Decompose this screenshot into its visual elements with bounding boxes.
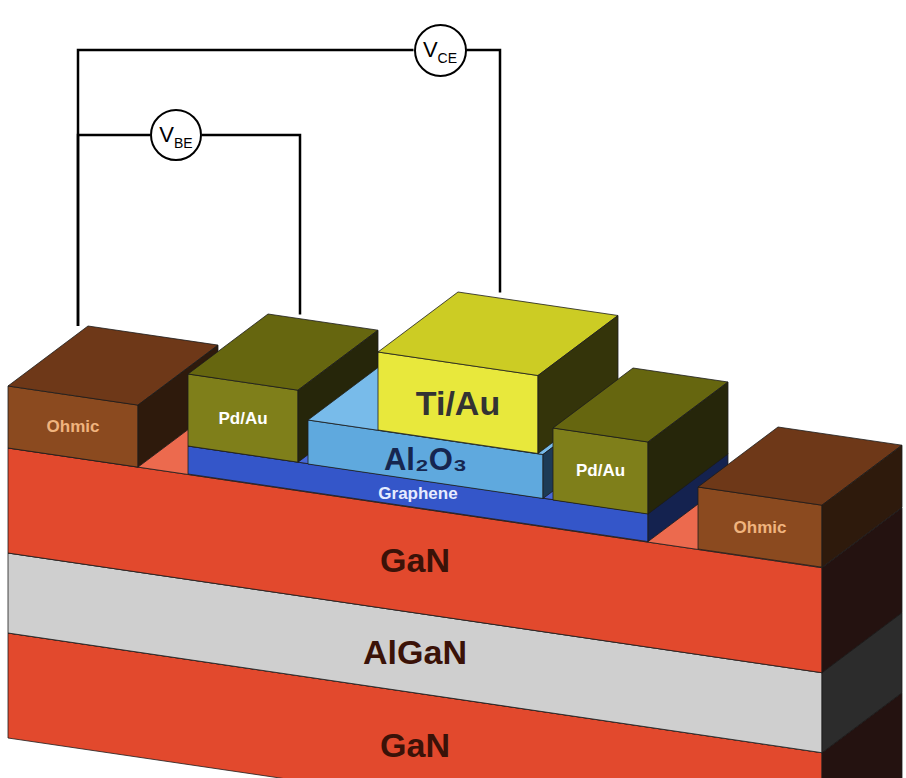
voltage-symbol: V — [159, 122, 174, 148]
voltage-symbol: V — [423, 37, 438, 63]
layer-label: Pd/Au — [218, 409, 267, 429]
label-holder: Ti/Au — [416, 384, 500, 423]
voltage-subscript: BE — [174, 135, 193, 151]
voltage-subscript: CE — [438, 50, 457, 66]
label-holder: GaN — [380, 541, 450, 580]
layer-label: AlGaN — [363, 633, 467, 672]
wire — [202, 135, 300, 315]
block-face — [8, 573, 902, 753]
label-holder: Pd/Au — [218, 409, 267, 429]
voltage-source: VBE — [150, 109, 202, 161]
block-face — [553, 428, 648, 514]
layer-label: Pd/Au — [576, 461, 625, 481]
layer-block: Ohmic — [8, 326, 218, 467]
block-face — [822, 693, 902, 778]
label-holder: AlGaN — [363, 633, 467, 672]
wire — [78, 50, 414, 326]
layer-label: Al₂O₃ — [384, 442, 467, 478]
label-holder: Ohmic — [734, 518, 787, 538]
layer-label: Graphene — [378, 484, 457, 504]
label-holder: Ohmic — [47, 417, 100, 437]
block-shape — [698, 427, 902, 567]
label-holder: Graphene — [378, 484, 457, 504]
voltage-label-group: VCE — [423, 37, 457, 63]
label-holder: GaN — [380, 726, 450, 765]
voltage-source: VCE — [414, 24, 467, 77]
block-shape — [8, 326, 218, 467]
voltage-label-group: VBE — [159, 122, 192, 148]
layer-label: GaN — [380, 726, 450, 765]
layer-label: Ti/Au — [416, 384, 500, 423]
layer-label: GaN — [380, 541, 450, 580]
block-face — [8, 493, 902, 673]
block-face — [8, 388, 902, 568]
layer-label: Ohmic — [47, 417, 100, 437]
wire — [78, 135, 150, 326]
label-holder: Al₂O₃ — [384, 442, 467, 478]
wire — [467, 50, 501, 292]
label-holder: Pd/Au — [576, 461, 625, 481]
layer-block: Ohmic — [698, 427, 902, 567]
block-face — [8, 633, 822, 778]
layer-label: Ohmic — [734, 518, 787, 538]
